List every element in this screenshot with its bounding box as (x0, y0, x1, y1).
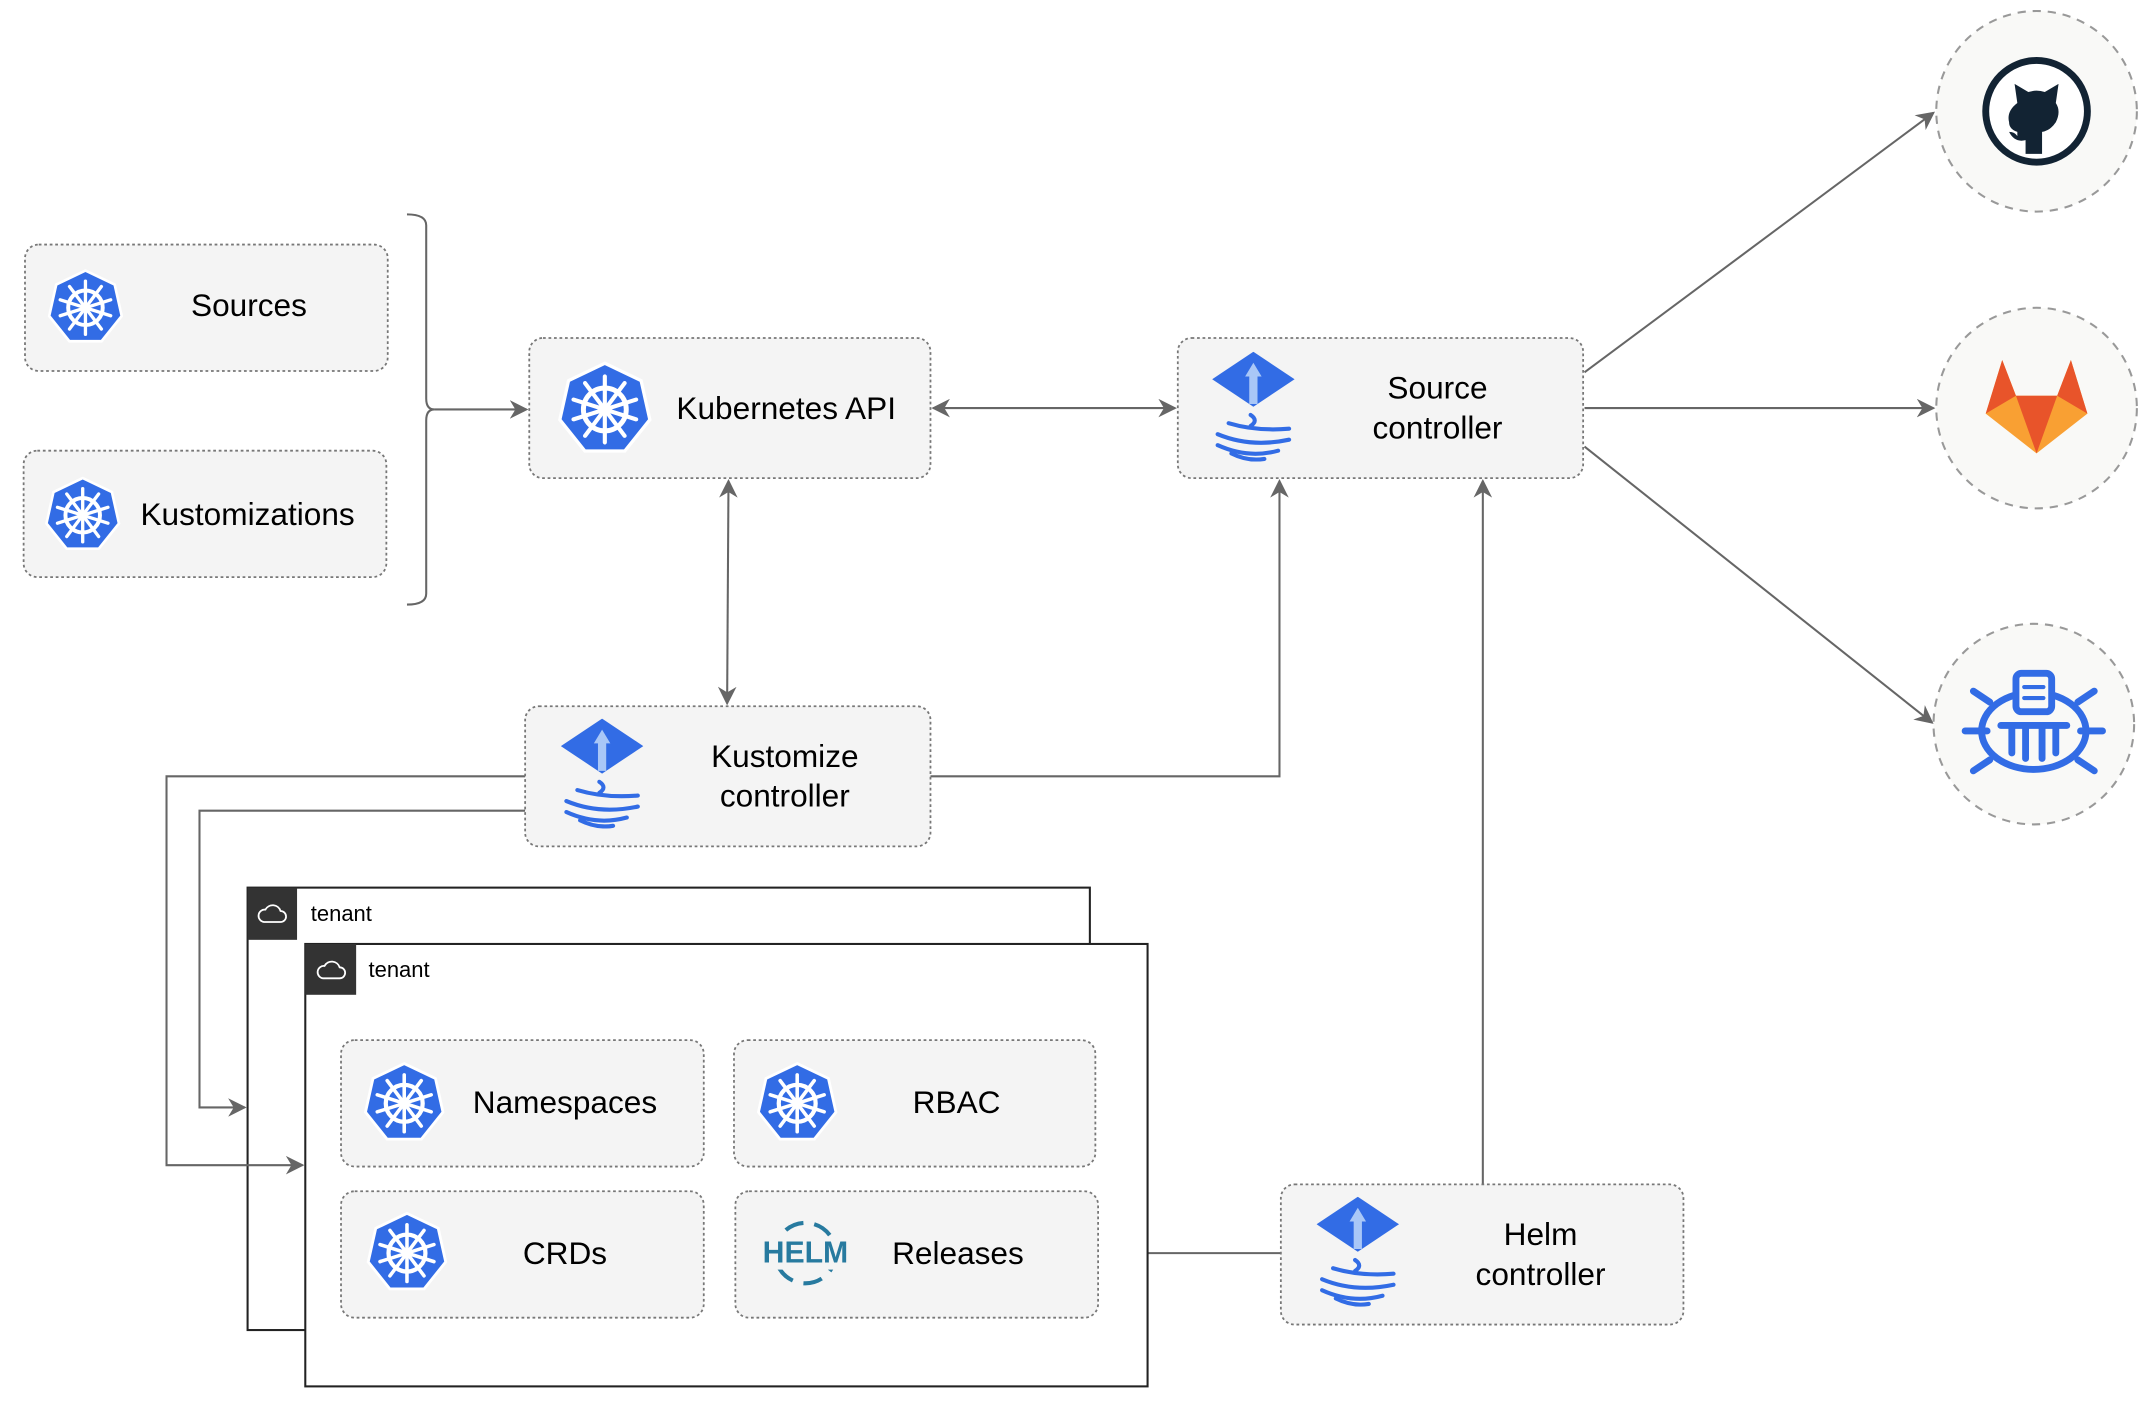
edge-kustomize-source (930, 479, 1289, 778)
source-controller-node[interactable]: Source controller (1176, 337, 1585, 480)
tenant-label: tenant (369, 957, 430, 982)
tenant-label: tenant (311, 901, 372, 926)
source-controller-label-line1: Source (1387, 370, 1487, 406)
kustomize-controller-node[interactable]: Kustomize controller (524, 705, 932, 848)
rbac-node[interactable]: RBAC (733, 1039, 1097, 1168)
kustomize-controller-label-line1: Kustomize (711, 738, 858, 774)
edge-api-kustomize (717, 479, 738, 706)
helm-controller-label-line1: Helm (1504, 1216, 1578, 1252)
sources-node[interactable]: Sources (24, 243, 389, 372)
kubernetes-api-label: Kubernetes API (676, 390, 896, 426)
crds-node[interactable]: CRDs (340, 1190, 705, 1319)
sources-label: Sources (191, 287, 307, 323)
edge-kustomize-tenant-front (165, 775, 526, 1175)
bucket-icon (1961, 669, 2106, 775)
edge-source-github (1583, 111, 1936, 374)
helm-controller-node[interactable]: Helm controller (1279, 1183, 1685, 1326)
edge-source-bucket (1583, 445, 1934, 724)
helm-logo-text: HELM (763, 1236, 849, 1269)
namespaces-label: Namespaces (473, 1084, 657, 1120)
github-icon (1982, 57, 2091, 166)
gitlab-source[interactable] (1935, 306, 2138, 510)
bucket-source[interactable] (1932, 622, 2136, 826)
kubernetes-api-node[interactable]: Kubernetes API (528, 337, 932, 480)
kustomize-controller-label-line2: controller (720, 778, 850, 814)
releases-node[interactable]: HELM Releases (734, 1190, 1099, 1319)
rbac-label: RBAC (913, 1084, 1001, 1120)
github-source[interactable] (1935, 9, 2138, 213)
source-controller-label-line2: controller (1373, 409, 1503, 445)
helm-controller-label-line2: controller (1476, 1256, 1606, 1292)
crds-label: CRDs (523, 1235, 607, 1271)
gitlab-icon (1985, 359, 2088, 454)
brace (406, 213, 435, 606)
kustomizations-label: Kustomizations (140, 496, 354, 532)
edge-kustomize-tenant-back (198, 809, 526, 1117)
kustomizations-node[interactable]: Kustomizations (22, 449, 388, 578)
namespaces-node[interactable]: Namespaces (340, 1039, 705, 1168)
releases-label: Releases (892, 1235, 1024, 1271)
helm-icon: HELM (763, 1220, 849, 1286)
